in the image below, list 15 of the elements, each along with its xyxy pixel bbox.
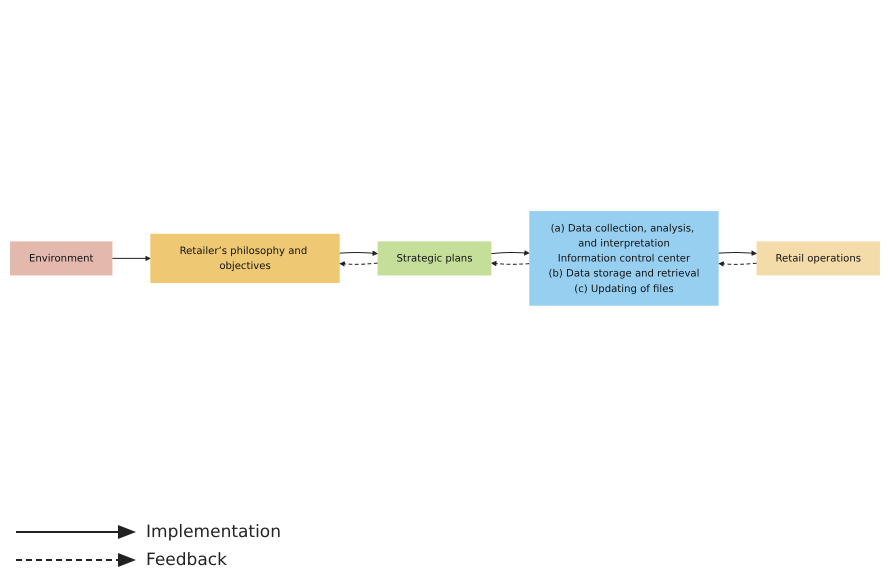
node-box	[756, 240, 880, 276]
flowchart: Environment Retailer’s philosophy and objectives Strategic plans (a) Data collection, analysis, and interpretation Information control center (b) Data storage and retrieval (c) Updating of files Retail operations	[5, 206, 885, 310]
legend-label: Feedback	[146, 550, 227, 570]
arrow	[491, 250, 530, 256]
arrow	[491, 260, 530, 266]
arrow	[718, 250, 757, 256]
arrow	[339, 260, 378, 266]
node-box	[10, 240, 112, 276]
legend-label: Implementation	[146, 522, 281, 542]
node-box	[150, 233, 340, 283]
node-box	[378, 240, 492, 276]
arrow	[340, 250, 378, 256]
node-box	[529, 210, 719, 306]
arrow	[112, 255, 151, 261]
arrow	[718, 260, 757, 266]
